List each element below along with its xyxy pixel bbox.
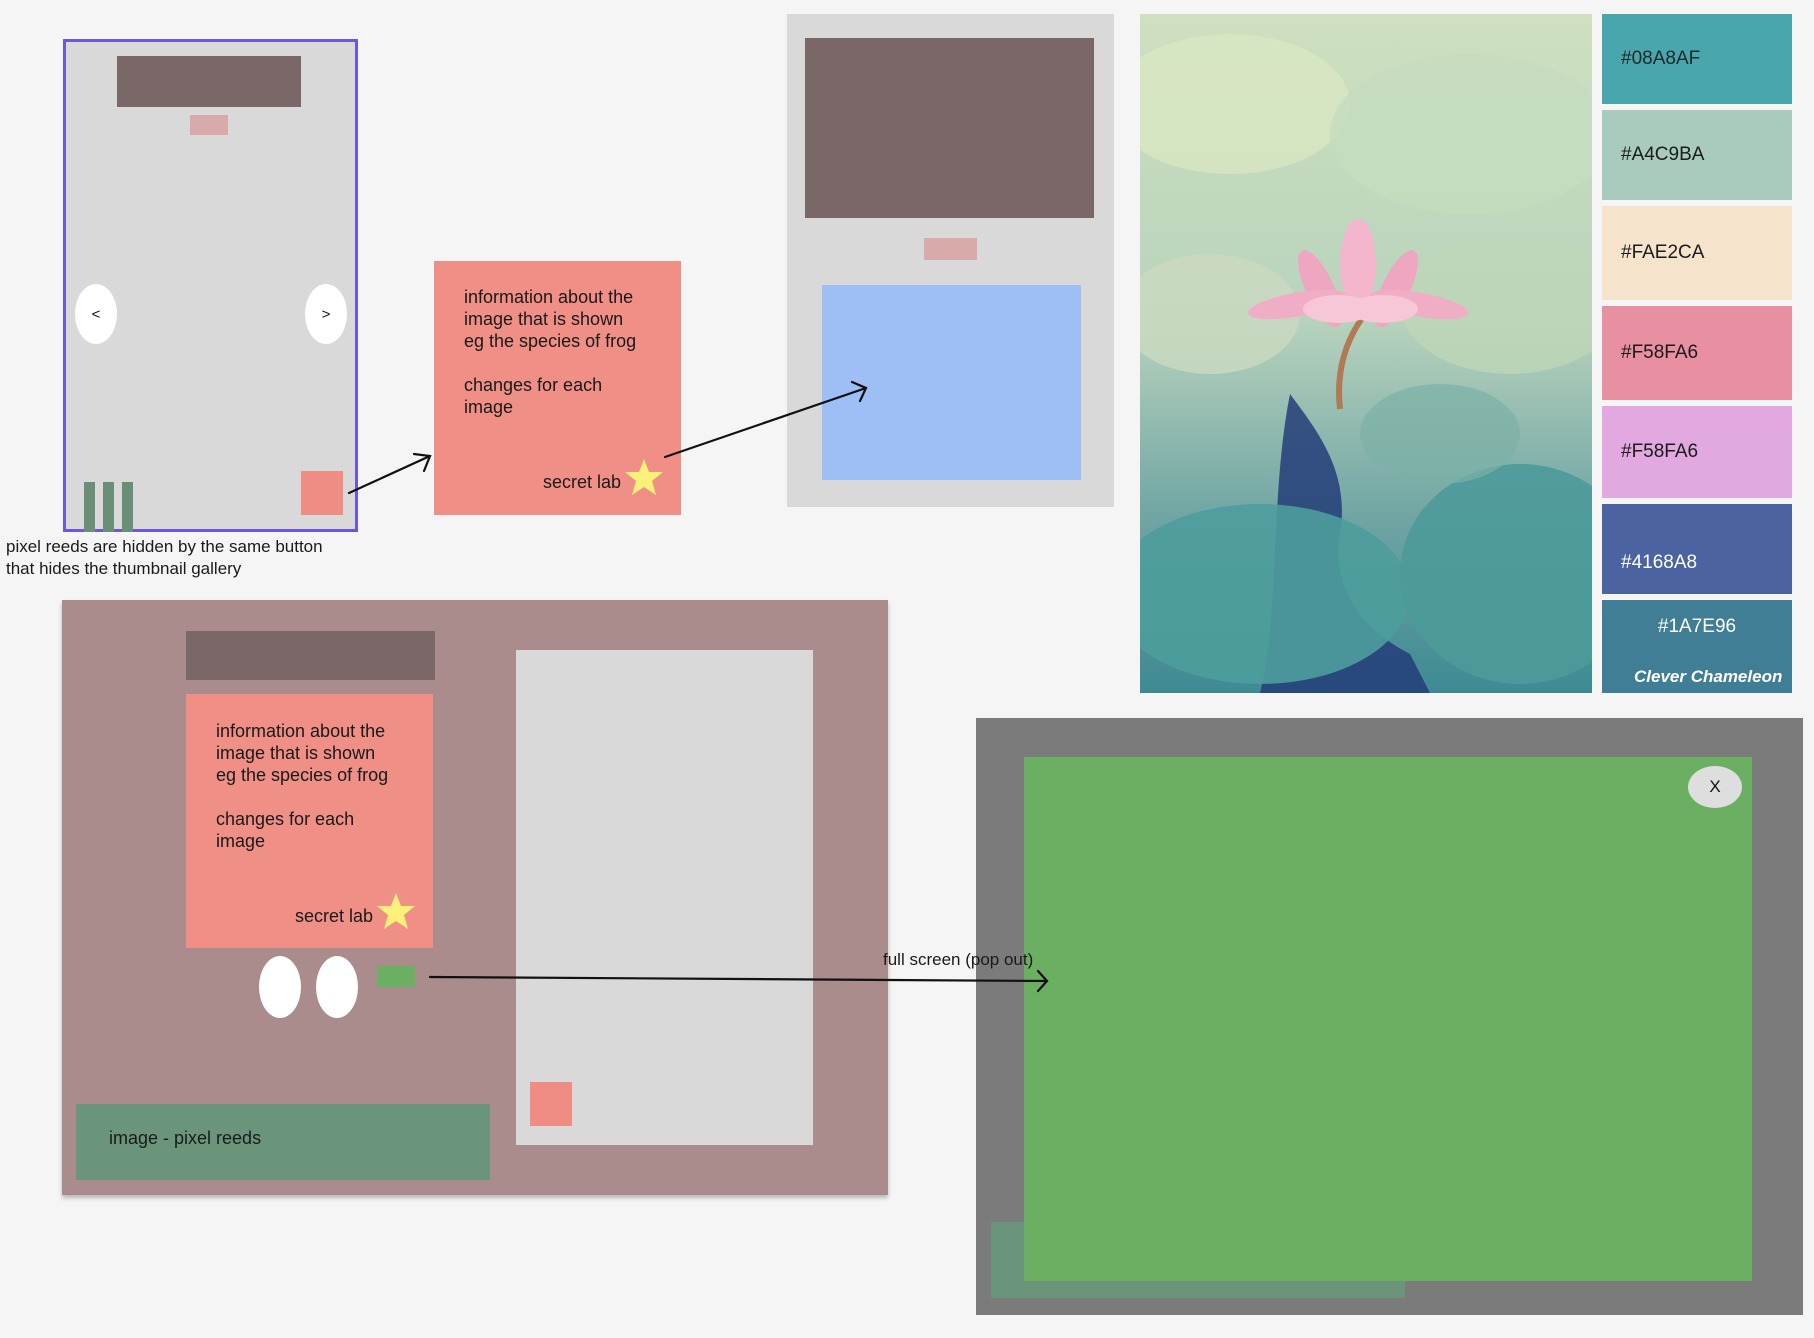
arrow-head bbox=[1036, 969, 1049, 993]
thumbnail-gallery-panel bbox=[516, 650, 813, 1145]
tablet-info-panel bbox=[822, 285, 1081, 480]
desktop-title-bar bbox=[186, 631, 435, 680]
gallery-toggle-button[interactable] bbox=[530, 1082, 572, 1126]
pixel-reeds-note: pixel reeds are hidden by the same butto… bbox=[6, 537, 323, 578]
star-icon[interactable] bbox=[624, 457, 664, 502]
color-swatch: #4168A8 bbox=[1602, 504, 1792, 594]
prev-image-button[interactable]: < bbox=[75, 284, 117, 344]
arrow-head bbox=[412, 452, 432, 473]
color-swatch: #08A8AF bbox=[1602, 14, 1792, 104]
color-swatch: #F58FA6 bbox=[1602, 406, 1792, 498]
control-button[interactable] bbox=[259, 956, 301, 1018]
swatch-label: #F58FA6 bbox=[1621, 342, 1699, 363]
control-button[interactable] bbox=[316, 956, 358, 1018]
arrow bbox=[428, 975, 1049, 983]
swatch-label: #F58FA6 bbox=[1621, 441, 1699, 462]
water-lily-photo bbox=[1140, 14, 1592, 693]
arrow bbox=[663, 386, 868, 459]
info-panel-text: information about the image that is show… bbox=[464, 287, 637, 417]
close-button[interactable]: X bbox=[1688, 766, 1742, 808]
next-image-button[interactable]: > bbox=[305, 284, 347, 344]
arrow bbox=[347, 454, 432, 495]
pixel-reed bbox=[122, 482, 133, 532]
tablet-subtitle-placeholder bbox=[924, 238, 977, 260]
swatch-label: #FAE2CA bbox=[1621, 242, 1705, 263]
color-swatch: #FAE2CA bbox=[1602, 206, 1792, 300]
swatch-label: #A4C9BA bbox=[1621, 144, 1705, 165]
fullscreen-image-panel bbox=[1024, 757, 1752, 1281]
pixel-reed bbox=[84, 482, 95, 532]
brand-label: Clever Chameleon bbox=[1634, 667, 1783, 686]
secret-lab-label: secret lab bbox=[295, 906, 374, 926]
swatch-label: #08A8AF bbox=[1621, 48, 1701, 69]
mobile-title-bar bbox=[117, 56, 301, 107]
info-panel-text: information about the image that is show… bbox=[216, 721, 389, 851]
pixel-reed bbox=[103, 482, 114, 532]
pixel-reeds-bar bbox=[76, 1104, 490, 1180]
color-swatch: #F58FA6 bbox=[1602, 306, 1792, 400]
star-icon[interactable] bbox=[376, 891, 416, 936]
secret-lab-label: secret lab bbox=[543, 472, 622, 492]
swatch-label: #1A7E96 bbox=[1657, 616, 1737, 637]
tablet-title-bar bbox=[805, 38, 1094, 218]
arrow-head bbox=[850, 380, 868, 403]
pixel-reeds-label: image - pixel reeds bbox=[109, 1128, 262, 1148]
color-swatch: #A4C9BA bbox=[1602, 110, 1792, 200]
mobile-subtitle-placeholder bbox=[190, 115, 228, 135]
mobile-info-button[interactable] bbox=[301, 471, 343, 515]
fullscreen-note: full screen (pop out) bbox=[883, 950, 1034, 969]
swatch-label: #4168A8 bbox=[1621, 552, 1698, 573]
fullscreen-button[interactable] bbox=[377, 966, 415, 987]
